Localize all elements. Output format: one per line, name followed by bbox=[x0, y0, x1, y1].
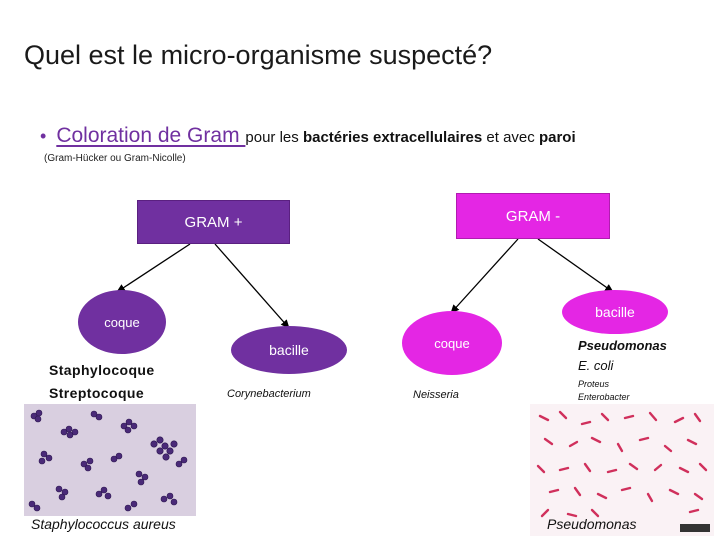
arrow-gram-pos-bacille bbox=[215, 244, 289, 328]
caption-staphylococcus-aureus: Staphylococcus aureus bbox=[31, 516, 176, 532]
caption-pseudomonas: Pseudomonas bbox=[547, 516, 637, 532]
label-pseudomonas: Pseudomonas bbox=[578, 338, 667, 353]
gram-negative-coque-node: coque bbox=[402, 311, 502, 375]
label-ecoli: E. coli bbox=[578, 358, 613, 373]
label-proteus: Proteus bbox=[578, 379, 609, 389]
gram-negative-bacille-node: bacille bbox=[562, 290, 668, 334]
gram-positive-bacille-node: bacille bbox=[231, 326, 347, 374]
micrograph-staphylococcus-image bbox=[24, 404, 196, 516]
label-staphylocoque: Staphylocoque bbox=[49, 362, 155, 378]
label-neisseria: Neisseria bbox=[413, 389, 459, 401]
arrow-gram-neg-coque bbox=[451, 239, 518, 313]
arrow-gram-neg-bacille bbox=[538, 239, 613, 292]
gram-positive-coque-node: coque bbox=[78, 290, 166, 354]
label-corynebacterium: Corynebacterium bbox=[227, 388, 311, 400]
label-enterobacter: Enterobacter bbox=[578, 392, 630, 402]
label-streptocoque: Streptocoque bbox=[49, 385, 144, 401]
gram-negative-box: GRAM - bbox=[456, 193, 610, 239]
arrow-gram-pos-coque bbox=[117, 244, 190, 292]
gram-positive-box: GRAM + bbox=[137, 200, 290, 244]
